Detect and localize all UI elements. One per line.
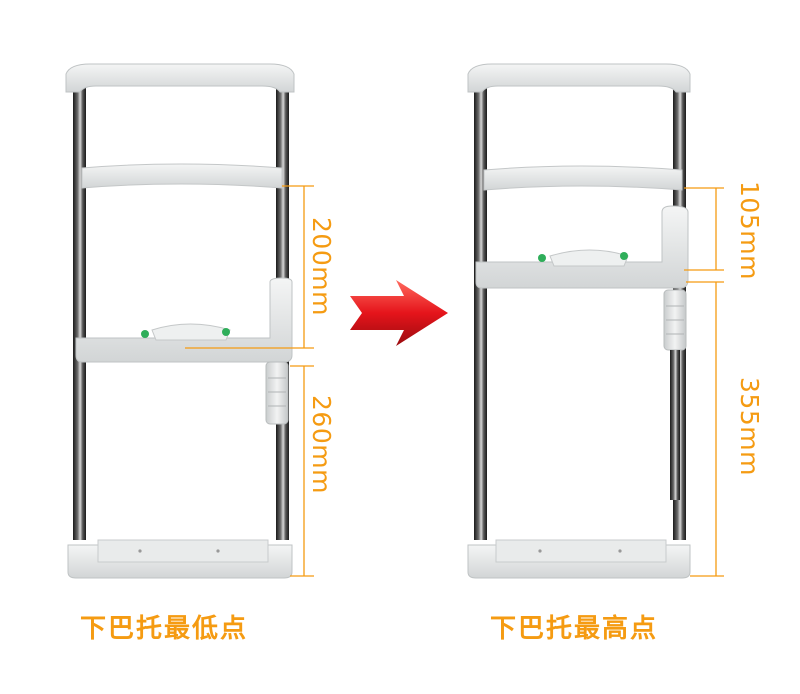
left-lower-dimension-label: 260mm	[306, 395, 336, 494]
right-chin-cup	[549, 249, 629, 267]
right-chin-bar	[475, 205, 689, 289]
left-forehead-band	[81, 163, 283, 189]
left-caption: 下巴托最低点	[80, 614, 249, 644]
left-knob-left	[141, 330, 149, 338]
left-chinrest-unit	[65, 63, 295, 579]
right-upper-dimension-label: 105mm	[734, 181, 764, 280]
left-chin-cup	[151, 323, 231, 341]
left-knob-right	[222, 328, 230, 336]
right-lower-dimension-label: 355mm	[734, 377, 764, 476]
direction-arrow	[350, 280, 448, 346]
left-upper-dimension-label: 200mm	[306, 217, 336, 316]
left-top-handle	[65, 63, 295, 93]
right-spring-shaft	[670, 350, 680, 500]
left-rod-left	[73, 85, 86, 540]
right-knob-left	[538, 254, 546, 262]
right-rod-left	[474, 85, 487, 540]
right-chinrest-unit	[467, 63, 691, 579]
left-chin-bar	[75, 277, 293, 363]
right-forehead-band	[483, 165, 683, 191]
left-dimension-marks	[185, 185, 314, 577]
right-caption: 下巴托最高点	[490, 614, 659, 644]
right-dimension-marks	[684, 187, 724, 577]
left-lift-tube	[265, 361, 289, 425]
right-top-handle	[467, 63, 691, 93]
right-knob-right	[620, 252, 628, 260]
